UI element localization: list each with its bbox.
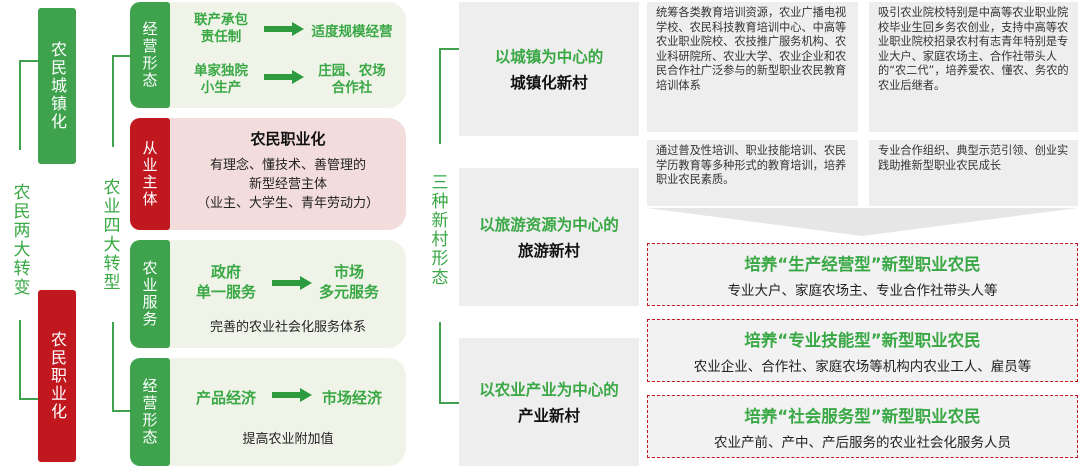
service-type-title: 培养“社会服务型”新型职业农民 [744,406,981,426]
col3-bracket-top [439,48,459,50]
practitioner-panel [130,118,406,230]
management-form-panel-2 [130,358,406,466]
arrow-right-icon [264,70,304,84]
skill-type-box: 培养“专业技能型”新型职业农民 农业企业、合作社、家庭农场等机构内农业工人、雇员… [647,319,1078,382]
industry-village-box: 以农业产业为中心的 产业新村 [459,338,639,466]
urban-village-box: 以城镇为中心的 城镇化新村 [459,2,639,136]
training-forms-card: 通过普及性培训、职业技能培训、农民学历教育等多种形式的教育培训，培养职业农民素质… [647,140,858,206]
service-type-box: 培养“社会服务型”新型职业农民 农业产前、产中、产后服务的农业社会化服务人员 [647,395,1078,458]
successor-card: 吸引农业院校特别是中高等农业职业院校毕业生回乡务农创业，支持中高等农业职业院校招… [869,2,1078,132]
production-type-desc: 专业大户、家庭农场主、专业合作社带头人等 [727,282,998,299]
skill-type-desc: 农业企业、合作社、家庭农场等机构内农业工人、雇员等 [693,358,1032,375]
industry-village-subtitle: 以农业产业为中心的 [479,381,619,399]
arrow-right-icon [272,388,312,402]
moderate-scale-text: 适度规模经营 [311,24,393,40]
two-transformations-label: 农民两大转变 [9,183,30,297]
chevron-down-shape [647,208,1078,236]
col3-bracket-vertical-low [439,322,441,404]
training-system-card: 统筹各类教育培训资源，农业广播电视学校、农民科技教育培训中心、中高等农业职业院校… [647,2,858,132]
three-village-forms-label: 三种新村形态 [427,173,448,287]
service-system-note: 完善的农业社会化服务体系 [209,320,366,335]
col2-bracket-vertical [112,55,114,147]
production-type-title: 培养“生产经营型”新型职业农民 [744,254,981,274]
practitioner-body: 有理念、懂技术、善管理的 新型经营主体 （业主、大学生、青年劳动力） [196,158,379,211]
management-form-tag-2: 经营形态 [130,358,170,466]
left-bracket-vertical [19,60,21,150]
service-type-desc: 农业产前、产中、产后服务的农业社会化服务人员 [714,434,1011,451]
urban-village-subtitle: 以城镇为中心的 [494,48,604,66]
small-household-text: 单家独院 小生产 [194,63,248,96]
estate-farm-coop-text: 庄园、农场 合作社 [318,63,386,96]
left-bracket-vertical-low [19,320,21,400]
production-type-box: 培养“生产经营型”新型职业农民 专业大户、家庭农场主、专业合作社带头人等 [647,243,1078,306]
growth-support-card: 专业合作组织、典型示范引领、创业实践助推新型职业农民成长 [869,140,1078,206]
col2-bracket-top [112,55,130,57]
farmer-professionalization-label: 农民职业化 [48,331,67,421]
product-economy-text: 产品经济 [195,389,256,407]
farmer-urbanization-label: 农民城镇化 [48,41,67,131]
arrow-right-icon [264,22,304,36]
market-diverse-service-text: 市场 多元服务 [318,263,379,301]
four-transformations-label: 农业四大转型 [99,178,120,292]
value-added-note: 提高农业附加值 [242,432,334,447]
farmer-professionalization-box: 农民职业化 [38,290,76,462]
col2-bracket-bottom [112,410,130,412]
tourism-village-subtitle: 以旅游资源为中心的 [479,216,619,234]
contract-responsibility-text: 联产承包 责任制 [194,12,248,45]
industry-village-title: 产业新村 [517,407,580,425]
tourism-village-box: 以旅游资源为中心的 旅游新村 [459,168,639,306]
skill-type-title: 培养“专业技能型”新型职业农民 [744,330,981,350]
practitioner-tag: 从业主体 [130,118,170,230]
management-form-panel-1 [130,2,406,108]
col3-bracket-vertical [439,48,441,144]
urban-village-title: 城镇化新村 [510,74,588,92]
government-single-service-text: 政府 单一服务 [195,263,256,301]
col2-bracket-vertical-low [112,322,114,410]
arrow-right-icon [272,276,312,290]
agri-service-tag: 农业服务 [130,240,170,348]
col3-bracket-bottom [439,402,459,404]
farmer-urbanization-box: 农民城镇化 [38,8,76,164]
market-economy-text: 市场经济 [321,389,382,407]
tourism-village-title: 旅游新村 [517,242,580,260]
practitioner-title: 农民职业化 [250,130,326,148]
management-form-tag-1: 经营形态 [130,2,170,108]
left-bracket-bottom [19,398,38,400]
left-bracket-top [19,60,38,62]
agri-service-panel [130,240,406,348]
